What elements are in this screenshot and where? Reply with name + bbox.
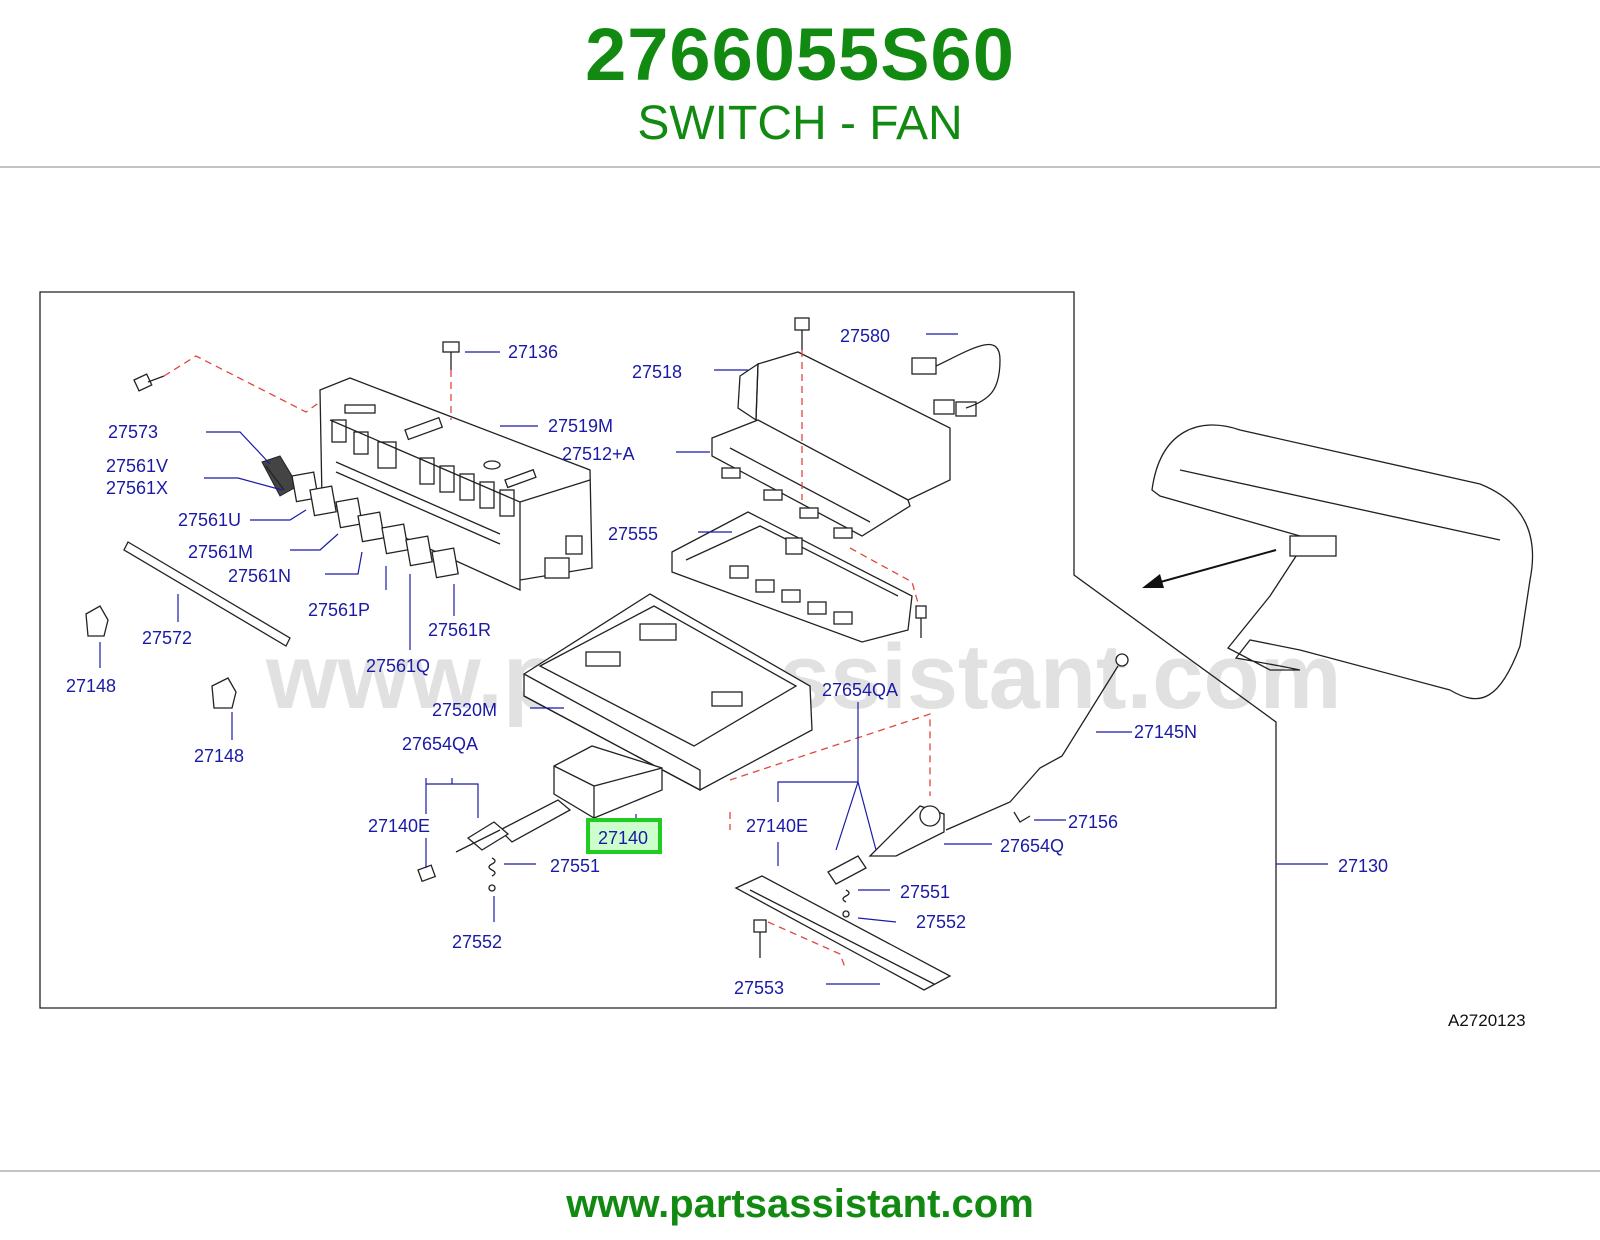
leader-right-lever (729, 713, 931, 830)
callout-27561X[interactable]: 27561X (106, 478, 168, 498)
base-plate-27520M (523, 593, 813, 792)
callout-27552-left[interactable]: 27552 (452, 932, 502, 952)
callout-27130[interactable]: 27130 (1338, 856, 1388, 876)
callout-27148-lower[interactable]: 27148 (194, 746, 244, 766)
knob-27140E-left (417, 864, 437, 883)
callout-27580[interactable]: 27580 (840, 326, 890, 346)
lower-case-27555 (671, 511, 913, 643)
ball-27552-left (488, 884, 496, 892)
callout-27136[interactable]: 27136 (508, 342, 558, 362)
callout-27518[interactable]: 27518 (632, 362, 682, 382)
callout-27561R[interactable]: 27561R (428, 620, 491, 640)
upper-case-27518 (711, 317, 951, 539)
callout-27654Q[interactable]: 27654Q (1000, 836, 1064, 856)
highlight-box-27140 (586, 818, 662, 854)
clip-27148-lower (211, 677, 237, 709)
harness-27580 (911, 343, 1001, 417)
screw-27555 (915, 605, 927, 638)
callout-27140-highlighted[interactable]: 27140 (598, 828, 648, 848)
spring-27551-right (842, 889, 850, 903)
fan-switch-27140 (498, 745, 663, 843)
callout-27561M[interactable]: 27561M (188, 542, 253, 562)
part-description: SWITCH - FAN (637, 97, 963, 150)
callout-27561U[interactable]: 27561U (178, 510, 241, 530)
part-number-title: 2766055S60 (585, 13, 1015, 96)
callout-27552-right[interactable]: 27552 (916, 912, 966, 932)
leader-27555 (849, 547, 921, 611)
callout-27519M[interactable]: 27519M (548, 416, 613, 436)
rail-27553 (734, 875, 952, 991)
footer-url-link[interactable]: www.partsassistant.com (566, 1182, 1034, 1226)
callout-27553[interactable]: 27553 (734, 978, 784, 998)
callout-27140E-left[interactable]: 27140E (368, 816, 430, 836)
callout-27520M[interactable]: 27520M (432, 700, 497, 720)
cable-27145N (945, 653, 1129, 831)
callout-27145N[interactable]: 27145N (1134, 722, 1197, 742)
clip-27156 (1013, 811, 1031, 823)
page-header: 2766055S60 SWITCH - FAN (0, 0, 1600, 168)
arrow-head (1142, 574, 1164, 588)
screw-27136 (442, 341, 460, 370)
callout-27561P[interactable]: 27561P (308, 600, 370, 620)
callout-27148-upper[interactable]: 27148 (66, 676, 116, 696)
header-divider (0, 166, 1600, 168)
callout-27551-left[interactable]: 27551 (550, 856, 600, 876)
callout-27156[interactable]: 27156 (1068, 812, 1118, 832)
callout-27573[interactable]: 27573 (108, 422, 158, 442)
ball-27552-right (842, 910, 850, 918)
callout-27140E-right[interactable]: 27140E (746, 816, 808, 836)
lever-right-27654Q (827, 805, 945, 885)
callout-27561N[interactable]: 27561N (228, 566, 291, 586)
diagram-frame (39, 291, 1277, 1009)
screw-upper-left (133, 373, 165, 392)
callout-labels: 27136 27573 27519M 27561V 27561X 27561U … (66, 326, 1388, 998)
strip-27572 (123, 541, 291, 647)
exploded-view-svg: www.partsassistant.com (39, 291, 1534, 1030)
leader-27553 (767, 921, 847, 971)
callout-27561V[interactable]: 27561V (106, 456, 168, 476)
arrow-line (1145, 549, 1277, 587)
callout-27551-right[interactable]: 27551 (900, 882, 950, 902)
button-set-27561 (291, 471, 459, 579)
footer-divider (0, 1170, 1600, 1172)
dashboard-inset (1151, 424, 1534, 700)
callout-27561Q[interactable]: 27561Q (366, 656, 430, 676)
callout-27555[interactable]: 27555 (608, 524, 658, 544)
callout-27572[interactable]: 27572 (142, 628, 192, 648)
callout-27654QA-left[interactable]: 27654QA (402, 734, 478, 754)
callout-27654QA-right[interactable]: 27654QA (822, 680, 898, 700)
lever-left-27654QA (455, 821, 510, 853)
reference-code: A2720123 (1448, 1011, 1526, 1030)
callout-27512A[interactable]: 27512+A (562, 444, 635, 464)
parts-diagram: www.partsassistant.com (0, 290, 1600, 1050)
clip-27148-upper (85, 605, 109, 637)
control-panel-assembly (319, 377, 593, 592)
leader-screw-upper-left (163, 355, 321, 413)
spring-27551-left (488, 857, 496, 877)
